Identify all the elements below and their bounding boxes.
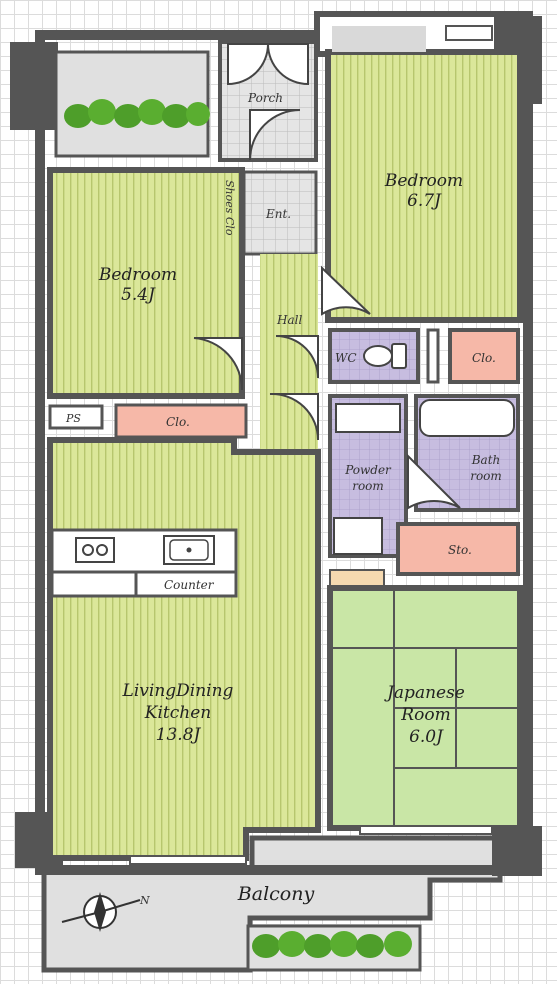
column: [492, 826, 542, 876]
ps-label: PS: [65, 412, 81, 425]
vanity: [335, 403, 401, 433]
plants: [64, 99, 210, 128]
hall: [260, 254, 318, 454]
ldk-name-1: LivingDining: [122, 681, 234, 701]
ldk-floor: [47, 437, 321, 861]
storage: [396, 522, 520, 576]
bedroom-1-name: Bedroom: [98, 265, 177, 285]
window: [445, 25, 493, 41]
counter-extension: [134, 570, 238, 598]
counter-label: Counter: [164, 578, 215, 592]
shoes-closet-label: Shoes Clo: [223, 180, 236, 236]
japanese-room-size: 6.0J: [409, 727, 444, 747]
entrance-label: Ent.: [265, 207, 291, 221]
ldk-size: 13.8J: [156, 725, 202, 745]
exterior-wall: [35, 30, 533, 875]
bedroom-1-size: 5.4J: [121, 285, 156, 305]
column: [10, 42, 58, 130]
bathtub: [419, 399, 515, 437]
toilet-icon: [363, 343, 407, 369]
closet-2: [448, 328, 520, 384]
balcony-planter: [246, 924, 422, 972]
hall-label: Hall: [276, 313, 302, 327]
compass-icon: [61, 892, 141, 932]
japanese-room-name-2: Room: [400, 705, 450, 725]
bedroom-1: [47, 167, 245, 399]
powder-room-label-1: Powder: [344, 463, 392, 477]
pipe-space: [48, 404, 104, 430]
entrance: [242, 170, 318, 256]
ldk-name-2: Kitchen: [144, 703, 211, 723]
window: [359, 825, 493, 835]
bath-room-label-2: room: [470, 469, 502, 483]
powder-room-label-2: room: [352, 479, 384, 493]
sink-icon: [163, 535, 215, 565]
closet-1-label: Clo.: [166, 415, 190, 429]
bedroom-2-size: 6.7J: [407, 191, 442, 211]
shelf: [426, 328, 440, 384]
balcony-label: Balcony: [237, 883, 315, 905]
wc-label: WC: [335, 351, 357, 365]
bedroom-2-window-sill: [332, 26, 426, 52]
stove-icon: [75, 537, 115, 563]
door-swings: [193, 43, 461, 510]
terrace-area: [54, 50, 210, 158]
washing-machine: [333, 517, 383, 555]
north-label: N: [139, 894, 150, 907]
porch-label: Porch: [247, 91, 283, 105]
japanese-room-name-1: Japanese: [384, 683, 465, 703]
closet-2-label: Clo.: [472, 351, 496, 365]
bath-room-label-1: Bath: [471, 453, 501, 467]
closet-1: [114, 403, 248, 439]
window: [129, 855, 247, 865]
storage-label: Sto.: [448, 543, 472, 557]
bedroom-2-name: Bedroom: [384, 171, 463, 191]
